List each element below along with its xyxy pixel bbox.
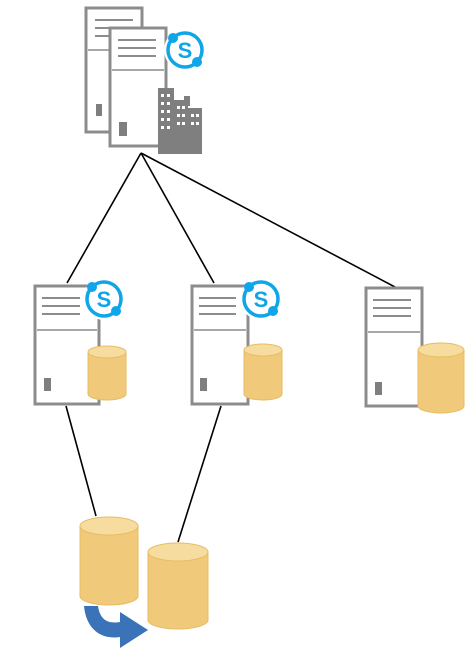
database-icon — [243, 343, 283, 401]
skype-icon: S — [83, 278, 125, 320]
connector-server-a-to-db-primary — [65, 405, 97, 517]
connectors — [65, 152, 396, 543]
server-c-node — [364, 286, 465, 414]
connector-pool-to-server-a — [66, 152, 142, 284]
skype-badge-letter: S — [97, 287, 112, 312]
curved-arrow-icon — [84, 606, 148, 648]
database-icon — [417, 342, 465, 414]
server-b-node: S — [190, 278, 283, 406]
front-end-pool-node: S — [84, 6, 206, 154]
skype-icon: S — [240, 278, 282, 320]
db-primary-node — [79, 516, 139, 606]
connector-pool-to-server-b — [140, 152, 215, 284]
server-icon — [364, 286, 424, 408]
skype-icon: S — [164, 29, 206, 71]
server-a-node: S — [33, 278, 127, 406]
connector-server-b-to-db-mirror — [177, 405, 222, 543]
database-icon — [79, 516, 139, 606]
connector-pool-to-server-c — [140, 152, 396, 288]
database-icon — [87, 345, 127, 401]
building-icon — [158, 88, 202, 154]
server-icon — [190, 284, 250, 406]
db-mirror-node — [147, 542, 209, 630]
skype-badge-letter: S — [254, 287, 269, 312]
database-icon — [147, 542, 209, 630]
front-server-icon — [108, 26, 168, 148]
skype-badge-letter: S — [178, 38, 193, 63]
